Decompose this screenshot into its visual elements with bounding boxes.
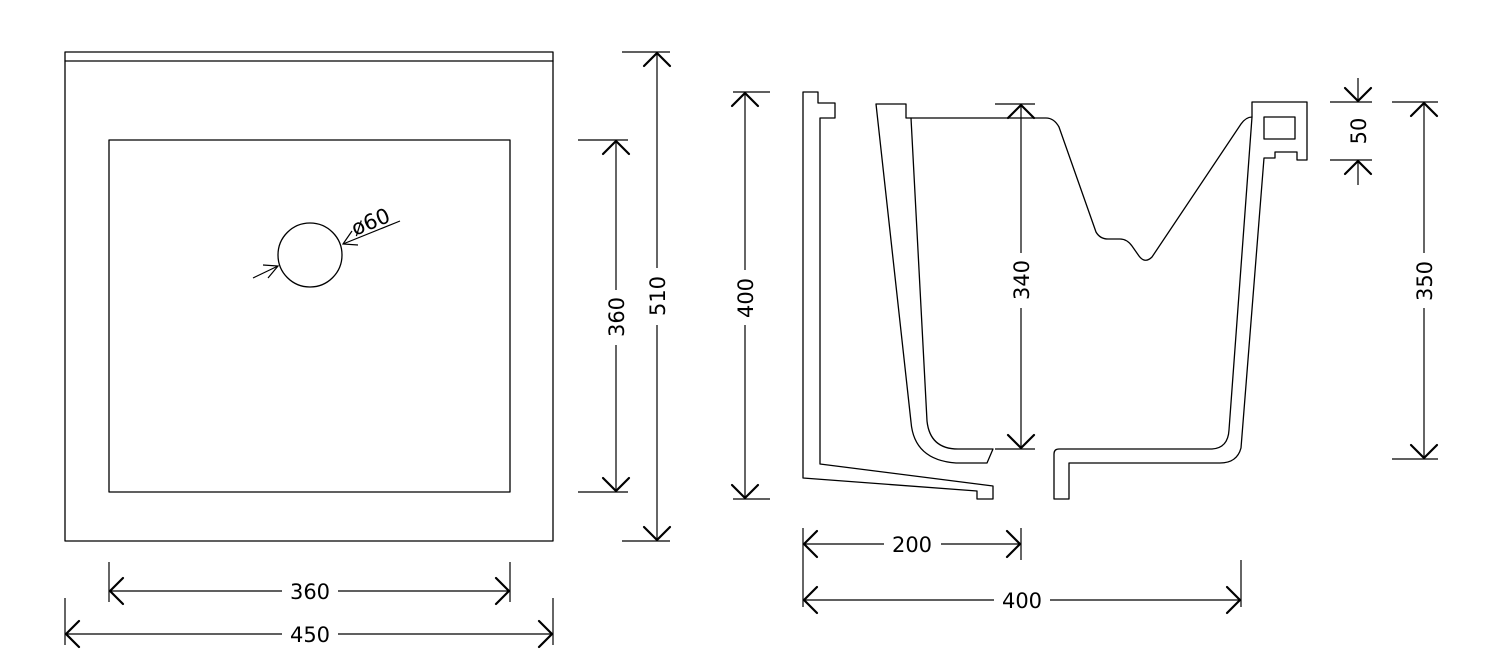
- dim-inner-depth: 340: [995, 103, 1036, 450]
- front-panel: [802, 91, 994, 500]
- dim-outer-width: 450: [64, 598, 554, 649]
- outer-height-label: 510: [646, 276, 670, 316]
- dim-inner-width: 360: [108, 562, 511, 606]
- back-height-label: 350: [1413, 261, 1437, 301]
- rim-box: [1263, 116, 1296, 140]
- total-depth-label: 400: [1002, 589, 1042, 613]
- total-height-label: 400: [734, 278, 758, 318]
- rim-height-label: 50: [1347, 118, 1371, 145]
- dim-total-depth: 400: [802, 560, 1242, 615]
- dim-total-height: 400: [730, 91, 770, 500]
- dim-outer-height: 510: [622, 51, 672, 542]
- section-view: 400 340 50: [730, 78, 1439, 615]
- outer-outline: [64, 51, 554, 542]
- diameter-leader-line: [252, 265, 279, 279]
- diameter-leader-line-right: [342, 220, 401, 245]
- basin-left-wall: [875, 103, 994, 464]
- hole-diameter-label: ø60: [348, 204, 394, 241]
- inner-depth-label: 340: [1010, 260, 1034, 300]
- dim-inner-height: 360: [578, 139, 631, 493]
- dim-back-height: 350: [1392, 101, 1439, 460]
- top-view: ø60 360 450 3: [64, 51, 672, 649]
- diameter-arrow-right: [341, 230, 359, 246]
- basin-right-wall: [1053, 101, 1308, 500]
- diameter-arrow-left: [262, 264, 280, 279]
- basin-rim-profile: [910, 116, 1253, 261]
- basin-outline: [108, 139, 511, 493]
- inner-width-label: 360: [290, 580, 330, 604]
- front-depth-label: 200: [892, 533, 932, 557]
- outer-width-label: 450: [290, 623, 330, 647]
- drain-hole: [277, 222, 343, 288]
- dim-front-depth: 200: [802, 528, 1022, 560]
- inner-height-label: 360: [605, 297, 629, 337]
- dim-rim-height: 50: [1330, 78, 1373, 185]
